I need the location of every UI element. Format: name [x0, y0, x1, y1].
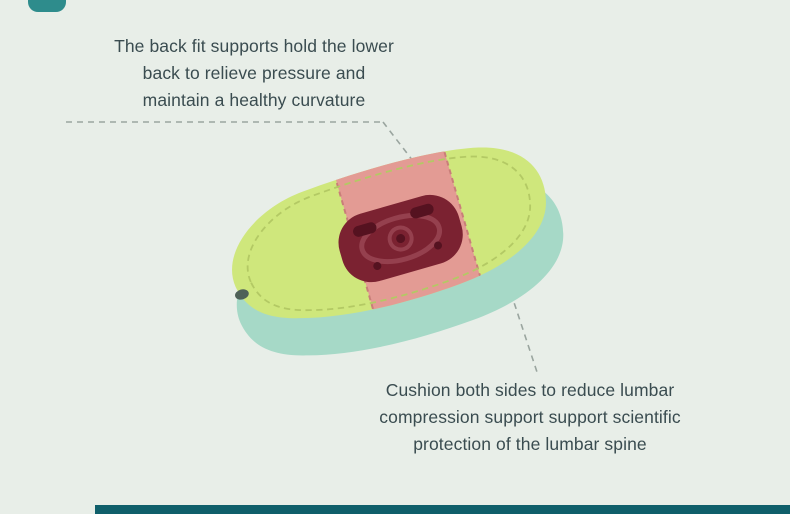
- cushion-top-surface: [232, 134, 546, 330]
- cushion-tip-notch: [235, 289, 249, 300]
- massage-unit-center-dot: [396, 234, 406, 244]
- massage-unit-center-ring: [387, 225, 414, 252]
- annotation-top-line-2: back to relieve pressure and: [142, 63, 366, 83]
- annotation-top-line-3: maintain a healthy curvature: [142, 90, 366, 110]
- annotation-bottom-line-1: Cushion both sides to reduce lumbar: [385, 380, 675, 400]
- massage-unit-button-left: [353, 222, 377, 237]
- footer-accent-bar: [95, 505, 790, 514]
- annotation-top-line-1: The back fit supports hold the lower: [114, 36, 394, 56]
- massage-unit-dot-left: [373, 262, 382, 271]
- annotation-bottom-line-3: protection of the lumbar spine: [413, 434, 647, 454]
- corner-accent: [28, 0, 66, 12]
- massage-band-stitch-right: [438, 134, 488, 299]
- massage-unit-dot-right: [434, 241, 443, 250]
- massage-unit-button-right: [410, 203, 434, 219]
- annotation-bottom-line-2: compression support support scientific: [379, 407, 681, 427]
- cushion-stitch-line: [246, 155, 532, 312]
- annotation-top: The back fit supports hold the lower bac…: [58, 33, 450, 114]
- annotation-bottom: Cushion both sides to reduce lumbar comp…: [330, 377, 730, 458]
